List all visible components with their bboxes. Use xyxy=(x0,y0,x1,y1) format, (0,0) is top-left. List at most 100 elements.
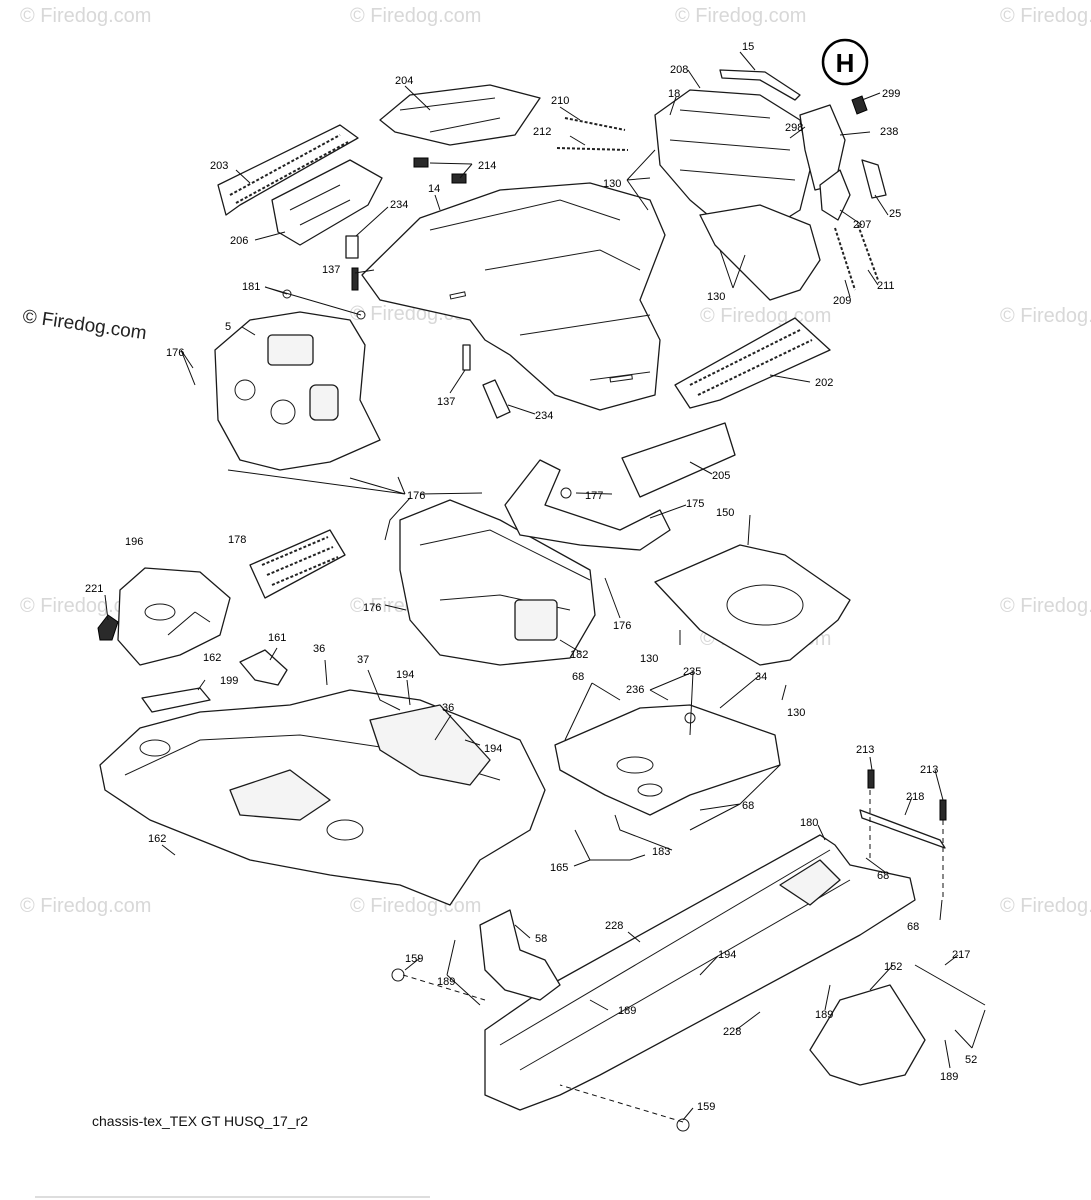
callout-159: 159 xyxy=(697,1101,715,1113)
callout-234: 234 xyxy=(390,199,408,211)
callout-228: 228 xyxy=(605,920,623,932)
watermark-primary: © Firedog.com xyxy=(21,306,148,344)
clip-214 xyxy=(413,157,429,168)
headlight-207 xyxy=(819,169,851,221)
logo-letter: H xyxy=(836,48,855,78)
callout-68: 68 xyxy=(572,671,584,683)
callout-204: 204 xyxy=(395,75,413,87)
hood-body-14 xyxy=(361,182,666,411)
grille-211 xyxy=(857,224,879,281)
callout-213: 213 xyxy=(920,764,938,776)
callout-68: 68 xyxy=(742,800,754,812)
leader-lines xyxy=(104,51,986,1121)
callout-36: 36 xyxy=(442,702,454,714)
brand-logo: H xyxy=(821,38,869,115)
front-fascia xyxy=(699,204,821,301)
callout-235: 235 xyxy=(683,666,701,678)
callout-68: 68 xyxy=(907,921,919,933)
callout-34: 34 xyxy=(755,671,767,683)
callout-208: 208 xyxy=(670,64,688,76)
callouts: 15 208 299 204 210 18 212 298 238 214 20… xyxy=(85,41,977,1113)
callout-194: 194 xyxy=(718,949,736,961)
callout-214: 214 xyxy=(478,160,496,172)
callout-207: 207 xyxy=(853,219,871,231)
callout-189: 189 xyxy=(437,976,455,988)
front-grille-202 xyxy=(674,317,831,409)
dash-display xyxy=(267,334,314,366)
callout-181: 181 xyxy=(242,281,260,293)
watermark: © Firedog.com xyxy=(675,5,806,27)
callout-150: 150 xyxy=(716,507,734,519)
callout-194: 194 xyxy=(484,743,502,755)
bolt-159 xyxy=(676,1118,690,1132)
callout-189: 189 xyxy=(940,1071,958,1083)
clip-177 xyxy=(560,487,572,499)
callout-130: 130 xyxy=(640,653,658,665)
clip-214 xyxy=(451,173,467,184)
callout-137: 137 xyxy=(437,396,455,408)
watermark: © Firedog.com xyxy=(700,305,831,327)
callout-183: 183 xyxy=(652,846,670,858)
hood-top-panel-204 xyxy=(379,84,541,146)
trim-15 xyxy=(719,69,801,101)
watermark: © Firedog.com xyxy=(1000,895,1091,917)
vent-grille-203 xyxy=(217,124,359,216)
callout-68: 68 xyxy=(877,870,889,882)
callout-137: 137 xyxy=(322,264,340,276)
callout-52: 52 xyxy=(965,1054,977,1066)
callout-161: 161 xyxy=(268,632,286,644)
callout-159: 159 xyxy=(405,953,423,965)
callout-236: 236 xyxy=(626,684,644,696)
callout-298: 298 xyxy=(785,122,803,134)
callout-205: 205 xyxy=(712,470,730,482)
callout-165: 165 xyxy=(550,862,568,874)
watermark: © Firedog.com xyxy=(1000,5,1091,27)
callout-210: 210 xyxy=(551,95,569,107)
callout-15: 15 xyxy=(742,41,754,53)
watermark: © Firedog.com xyxy=(1000,595,1091,617)
shield-199 xyxy=(141,687,211,713)
grille-209 xyxy=(834,227,856,291)
rod-165 xyxy=(574,829,646,861)
callout-194: 194 xyxy=(396,669,414,681)
grille-panel-178 xyxy=(249,529,346,599)
strip-137 xyxy=(462,344,471,371)
rod-217 xyxy=(914,964,986,1006)
pad-234 xyxy=(482,379,511,419)
callout-189: 189 xyxy=(815,1009,833,1021)
callout-176: 176 xyxy=(166,347,184,359)
shield-152 xyxy=(809,984,926,1086)
callout-176: 176 xyxy=(407,490,425,502)
watermark: © Firedog.com xyxy=(350,5,481,27)
fuel-tank-196 xyxy=(117,567,231,666)
callout-211: 211 xyxy=(877,280,895,292)
callout-177: 177 xyxy=(585,490,603,502)
callout-37: 37 xyxy=(357,654,369,666)
callout-176: 176 xyxy=(613,620,631,632)
bracket-58 xyxy=(479,909,561,1001)
callout-25: 25 xyxy=(889,208,901,220)
callout-18: 18 xyxy=(668,88,680,100)
plate-218 xyxy=(859,809,946,849)
watermark: © Firedog.com xyxy=(1000,305,1091,327)
dashboard-5 xyxy=(214,311,381,471)
callout-189: 189 xyxy=(618,1005,636,1017)
bracket-161 xyxy=(239,649,288,686)
decal-210 xyxy=(564,117,626,131)
callout-238: 238 xyxy=(880,126,898,138)
lower-panel-205 xyxy=(621,422,736,498)
callout-176: 176 xyxy=(363,602,381,614)
callout-162: 162 xyxy=(148,833,166,845)
callout-5: 5 xyxy=(225,321,231,333)
lens-25 xyxy=(861,159,887,199)
cap-221 xyxy=(97,614,119,641)
callout-217: 217 xyxy=(952,949,970,961)
callout-58: 58 xyxy=(535,933,547,945)
callout-299: 299 xyxy=(882,88,900,100)
callout-212: 212 xyxy=(533,126,551,138)
callout-162: 162 xyxy=(203,652,221,664)
mount-plate-34 xyxy=(554,704,781,816)
strip-137 xyxy=(351,267,359,291)
callout-213: 213 xyxy=(856,744,874,756)
